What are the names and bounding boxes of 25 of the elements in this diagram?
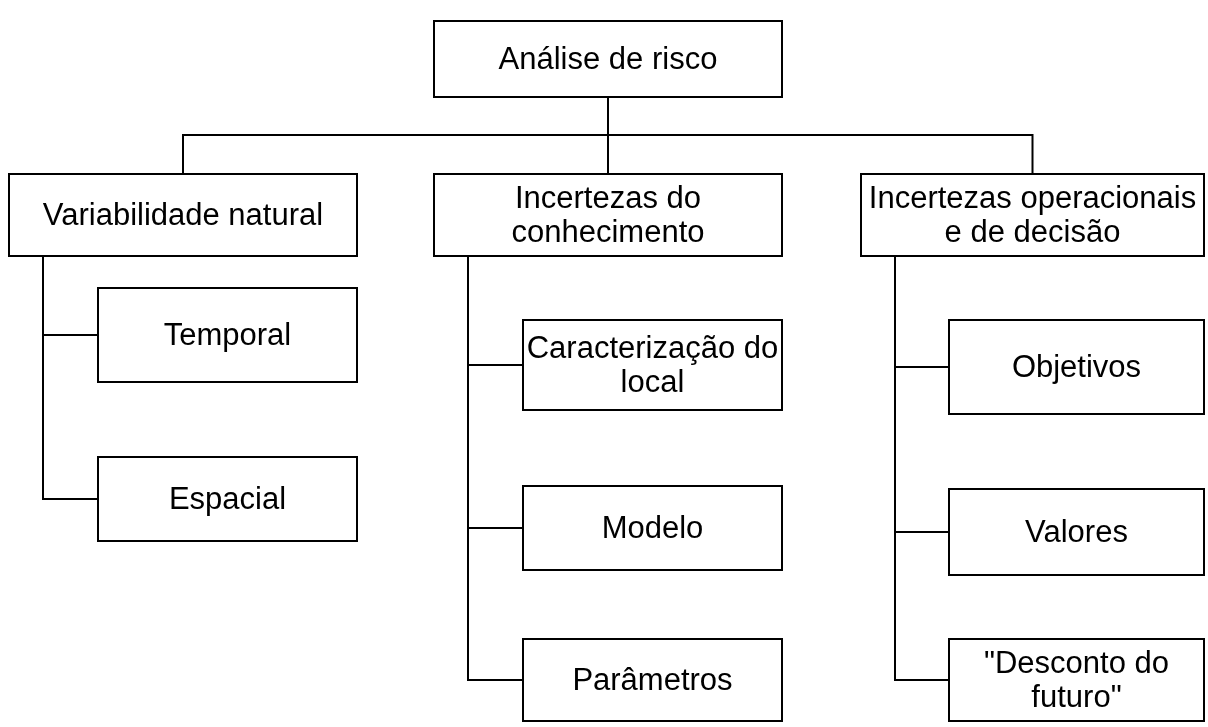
category-box (97, 287, 358, 383)
category-box (522, 319, 783, 411)
category-box (97, 456, 358, 542)
category-box (433, 20, 783, 98)
category-box (860, 173, 1205, 257)
box-label: Espacial (168, 482, 287, 516)
box-label: Valores (1025, 515, 1128, 549)
box-label: Análise de risco (498, 42, 718, 76)
category-box (948, 638, 1205, 722)
box-label: Temporal (163, 318, 292, 352)
category-box (522, 485, 783, 571)
box-label: Modelo (601, 511, 704, 545)
connector-line (42, 256, 98, 500)
box-label: Parâmetros (572, 663, 733, 697)
box-label: Incertezas operacionais e de decisão (867, 181, 1198, 249)
box-label: Variabilidade natural (42, 198, 324, 232)
box-label: Incertezas do conhecimento (510, 181, 706, 249)
box-label: "Desconto do futuro" (982, 646, 1171, 714)
category-box (948, 488, 1205, 576)
box-label: Caracterização do local (525, 331, 780, 399)
category-box (522, 638, 783, 722)
category-box (948, 319, 1205, 415)
box-label: Objetivos (1011, 350, 1142, 384)
category-box (433, 173, 783, 257)
category-box (8, 173, 358, 257)
